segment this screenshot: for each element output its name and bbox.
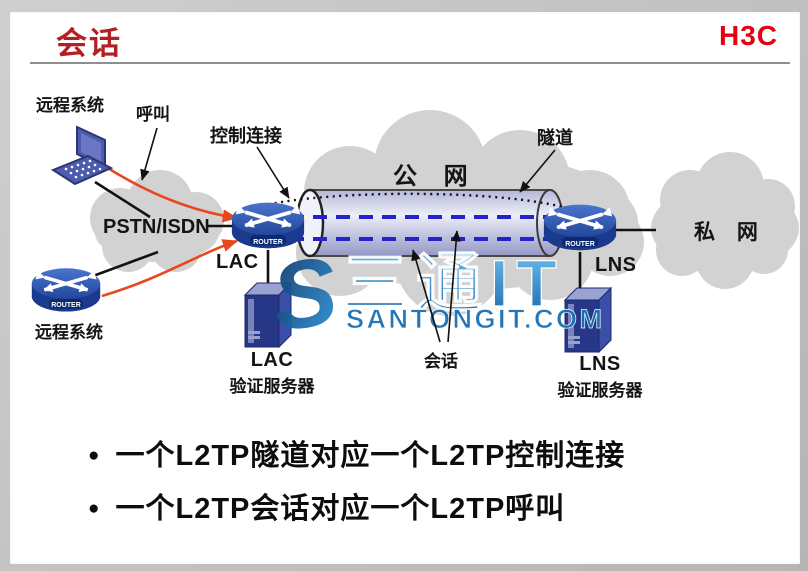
bullet-item-1: ● 一个L2TP隧道对应一个L2TP控制连接 (88, 436, 625, 476)
lac-server-line1: LAC (250, 349, 294, 371)
slide: 会话 H3C (10, 12, 800, 564)
control-connection-label: 控制连接 (210, 126, 282, 146)
pstn-label: PSTN/ISDN (103, 216, 210, 238)
connection-lines (92, 180, 656, 291)
lns-server-label: LNS 验证服务器 (548, 353, 652, 401)
lac-server-line2: 验证服务器 (229, 377, 315, 396)
control-connection-line (261, 192, 577, 213)
watermark-brand: 三通IT (342, 246, 565, 320)
bullet-text-2: 一个L2TP会话对应一个L2TP呼叫 (115, 493, 566, 525)
pstn-cloud (90, 170, 224, 272)
call-line-bottom (101, 239, 239, 298)
lac-label: LAC (216, 251, 259, 273)
bullet-list: ● 一个L2TP隧道对应一个L2TP控制连接 ● 一个L2TP会话对应一个L2T… (88, 436, 625, 542)
session-label: 会话 (424, 352, 458, 371)
watermark-site: SANTONGIT.COM (346, 304, 605, 334)
lns-server-line1: LNS (579, 353, 621, 375)
lns-server-line2: 验证服务器 (557, 381, 643, 400)
remote-router-badge: ROUTER (51, 302, 81, 309)
private-network-label: 私 网 (694, 221, 766, 244)
watermark: S 三通IT SANTONGIT.COM (265, 237, 605, 352)
lns-router-badge: ROUTER (565, 241, 595, 248)
bullet-dot: ● (88, 498, 100, 519)
private-network-cloud (651, 152, 799, 289)
remote-system-top-label: 远程系统 (36, 96, 104, 115)
bullet-dot: ● (88, 445, 100, 466)
annotation-arrows (140, 127, 556, 343)
call-label: 呼叫 (136, 105, 170, 124)
lac-router-badge: ROUTER (253, 239, 283, 246)
public-network-label: 公 网 (393, 163, 478, 190)
h3c-logo: H3C (718, 20, 778, 51)
laptop-icon (50, 125, 114, 186)
watermark-s-logo: S (265, 237, 343, 352)
call-line-top (102, 163, 239, 223)
tunnel-cylinder (295, 188, 564, 258)
bullet-item-2: ● 一个L2TP会话对应一个L2TP呼叫 (88, 489, 625, 529)
network-diagram: ROUTER ROUTER ROUTER S 三通IT SANTONGIT.CO… (10, 70, 800, 422)
page-title: 会话 (56, 26, 122, 61)
diagram-canvas: ROUTER ROUTER ROUTER S 三通IT SANTONGIT.CO… (10, 110, 799, 353)
remote-system-bottom-label: 远程系统 (35, 323, 103, 342)
tunnel-label: 隧道 (537, 128, 573, 148)
lac-server-label: LAC 验证服务器 (220, 349, 324, 397)
bullet-text-1: 一个L2TP隧道对应一个L2TP控制连接 (115, 440, 626, 472)
lns-label: LNS (595, 254, 637, 276)
header-divider (30, 62, 790, 64)
